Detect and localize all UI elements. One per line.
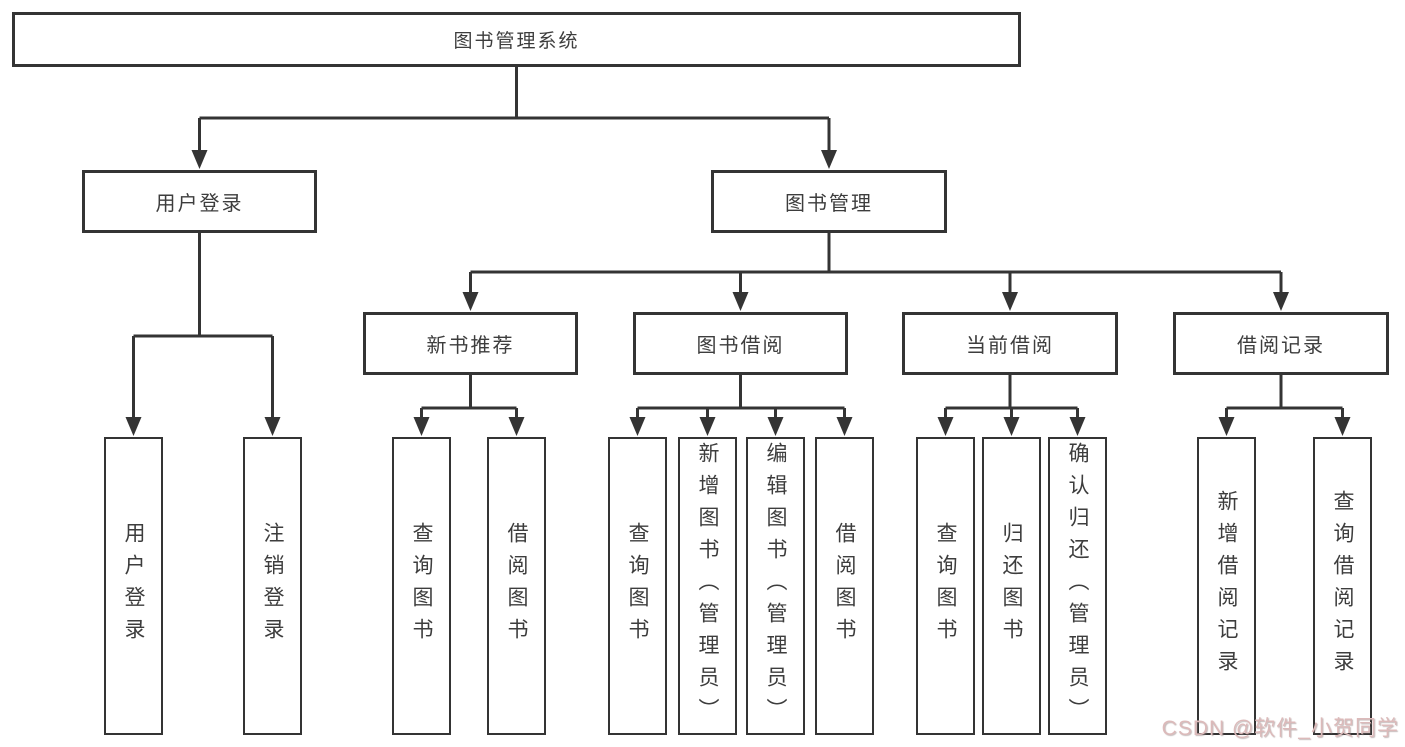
- arrowhead: [125, 417, 142, 436]
- node-label: 新书推荐: [426, 335, 515, 357]
- leaf-records-add-borrow-record: 新增借阅记录: [1197, 437, 1256, 735]
- node-current-borrowing: 当前借阅: [902, 312, 1118, 375]
- leaf-label: 借阅图书: [505, 522, 528, 650]
- arrowhead: [1218, 417, 1235, 436]
- leaf-label: 查询图书: [410, 522, 433, 650]
- arrowhead: [767, 417, 784, 436]
- arrowhead: [699, 417, 716, 436]
- node-new-book-recommend: 新书推荐: [363, 312, 578, 375]
- arrowhead: [264, 417, 281, 436]
- leaf-label: 新增图书（管理员）: [696, 442, 719, 730]
- arrowhead: [1273, 292, 1289, 311]
- node-label: 借阅记录: [1237, 335, 1325, 357]
- node-label: 用户登录: [155, 193, 244, 215]
- leaf-borrowing-query-books: 查询图书: [608, 437, 667, 735]
- leaf-label: 借阅图书: [833, 522, 856, 650]
- arrowhead: [508, 417, 525, 436]
- leaf-records-query-borrow-record: 查询借阅记录: [1313, 437, 1372, 735]
- leaf-label: 编辑图书（管理员）: [764, 442, 787, 730]
- arrowhead: [629, 417, 646, 436]
- arrowhead: [1069, 417, 1086, 436]
- leaf-label: 用户登录: [122, 522, 145, 650]
- arrowhead: [413, 417, 430, 436]
- leaf-borrowing-borrow-books: 借阅图书: [815, 437, 874, 735]
- node-book-borrowing: 图书借阅: [633, 312, 848, 375]
- leaf-current-query-books: 查询图书: [916, 437, 975, 735]
- leaf-label: 确认归还（管理员）: [1066, 442, 1089, 730]
- arrowhead: [836, 417, 853, 436]
- leaf-borrowing-add-book-admin: 新增图书（管理员）: [678, 437, 737, 735]
- arrowhead: [1334, 417, 1351, 436]
- leaf-label: 查询图书: [934, 522, 957, 650]
- node-book-management: 图书管理: [711, 170, 947, 233]
- leaf-recommend-query-books: 查询图书: [392, 437, 451, 735]
- node-borrow-records: 借阅记录: [1173, 312, 1389, 375]
- leaf-borrowing-edit-book-admin: 编辑图书（管理员）: [746, 437, 805, 735]
- leaf-current-confirm-return-admin: 确认归还（管理员）: [1048, 437, 1107, 735]
- node-library-management-system: 图书管理系统: [12, 12, 1021, 67]
- leaf-logout: 注销登录: [243, 437, 302, 735]
- leaf-label: 归还图书: [1000, 522, 1023, 650]
- leaf-user-login: 用户登录: [104, 437, 163, 735]
- leaf-recommend-borrow-books: 借阅图书: [487, 437, 546, 735]
- node-label: 图书管理: [785, 193, 873, 215]
- leaf-current-return-books: 归还图书: [982, 437, 1041, 735]
- leaf-label: 新增借阅记录: [1215, 490, 1238, 682]
- arrowhead: [937, 417, 954, 436]
- arrowhead: [1002, 292, 1018, 311]
- csdn-watermark: CSDN @软件_小贺同学: [1161, 717, 1399, 740]
- node-label: 图书借阅: [696, 335, 785, 357]
- node-user-login: 用户登录: [82, 170, 317, 233]
- node-label: 图书管理系统: [453, 31, 580, 52]
- arrowhead: [1003, 417, 1020, 436]
- node-label: 当前借阅: [966, 335, 1054, 357]
- leaf-label: 注销登录: [261, 522, 284, 650]
- arrowhead: [462, 292, 479, 311]
- arrowhead: [732, 292, 749, 311]
- leaf-label: 查询借阅记录: [1331, 490, 1354, 682]
- leaf-label: 查询图书: [626, 522, 649, 650]
- arrowhead: [821, 150, 837, 169]
- arrowhead: [191, 150, 208, 169]
